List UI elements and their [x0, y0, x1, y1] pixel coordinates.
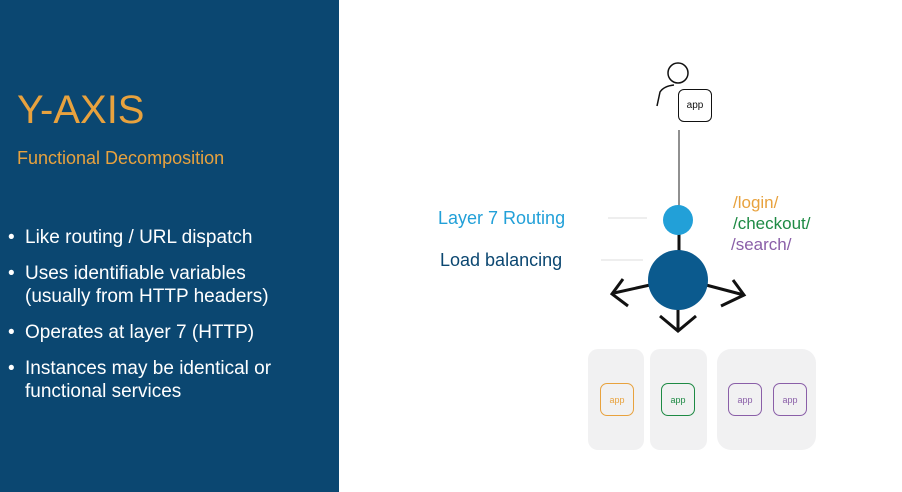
app-instance-checkout: app: [661, 383, 695, 416]
path-login: /login/: [733, 193, 779, 212]
user-app-badge: app: [678, 89, 712, 122]
slide-subtitle: Functional Decomposition: [17, 148, 225, 168]
app-instance-search: app: [728, 383, 762, 416]
load-balancing-label: Load balancing: [440, 250, 563, 270]
bullet-list: Like routing / URL dispatch Uses identif…: [8, 226, 308, 416]
instance-group-login: [588, 349, 644, 450]
user-icon: [656, 62, 689, 107]
fanout-arrows: [609, 278, 747, 333]
instance-group-checkout: [650, 349, 707, 450]
layer7-router-node: [663, 205, 693, 235]
slide-title: Y-AXIS: [17, 88, 145, 132]
load-balancer-node: [648, 250, 708, 310]
bullet-item: Like routing / URL dispatch: [8, 226, 308, 249]
app-instance-search: app: [773, 383, 807, 416]
instance-group-search: [717, 349, 816, 450]
title-panel: Y-AXIS Functional Decomposition Like rou…: [0, 0, 339, 492]
path-search: /search/: [731, 235, 792, 254]
app-instance-login: app: [600, 383, 634, 416]
path-checkout: /checkout/: [733, 214, 811, 233]
bullet-item: Operates at layer 7 (HTTP): [8, 321, 308, 344]
layer7-routing-label: Layer 7 Routing: [438, 208, 566, 228]
bullet-item: Instances may be identical or functional…: [8, 357, 308, 403]
bullet-item: Uses identifiable variables (usually fro…: [8, 262, 298, 308]
